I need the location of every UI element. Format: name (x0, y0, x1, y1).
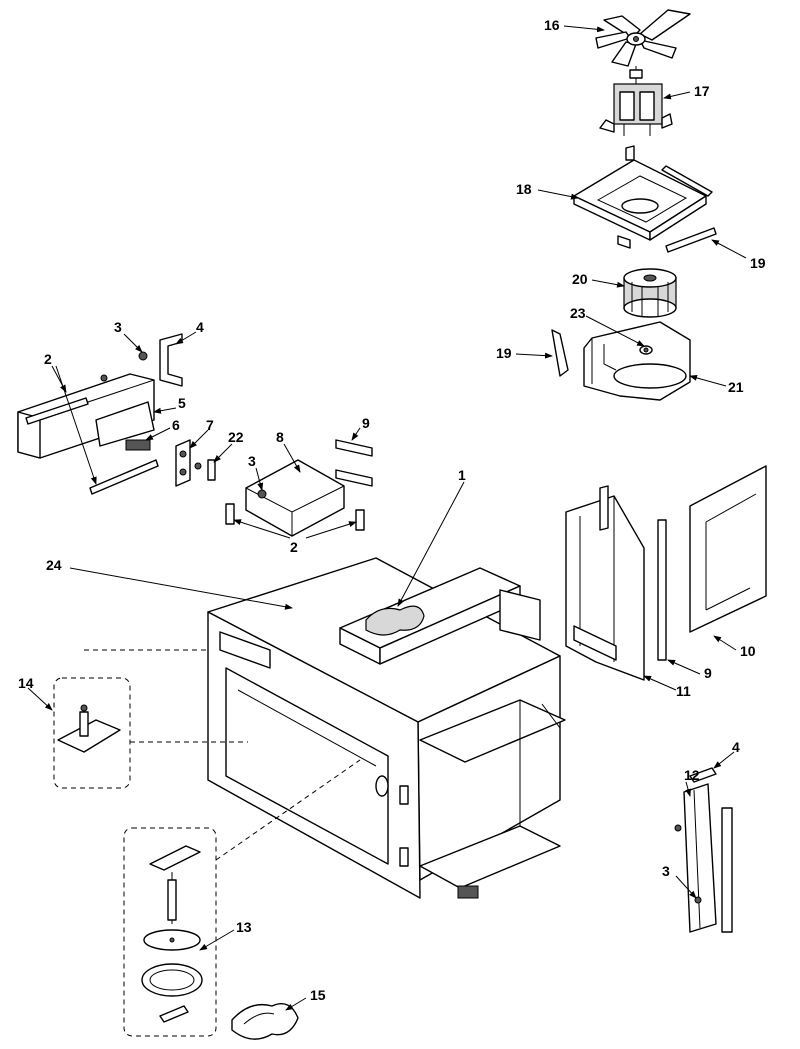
stirrer-motor-part (231, 1003, 299, 1040)
callout-8: 8 (276, 429, 284, 445)
callout-21: 21 (728, 379, 744, 395)
blower-wheel-part (623, 268, 677, 318)
callout-2a: 2 (44, 351, 52, 367)
callout-12: 12 (684, 767, 700, 783)
callout-11: 11 (676, 683, 691, 699)
right-panels (565, 465, 767, 681)
callout-10: 10 (740, 643, 756, 659)
callout-22: 22 (228, 429, 244, 445)
oven-cavity-part (207, 557, 566, 899)
callout-6: 6 (172, 417, 180, 433)
clip-and-screw (175, 439, 216, 487)
callout-14: 13 (236, 919, 252, 935)
callout-9a: 9 (362, 415, 370, 431)
blower-housing-part (551, 321, 691, 401)
center-bracket-assembly (225, 439, 373, 537)
callout-19b: 19 (496, 345, 512, 361)
callout-4a: 4 (196, 319, 204, 335)
callout-9b: 9 (704, 665, 712, 681)
fan-blade-part (595, 9, 691, 67)
callout-23: 23 (570, 305, 586, 321)
callout-4b: 4 (732, 739, 740, 755)
callout-13: 15 (310, 987, 326, 1003)
fan-motor-part (599, 66, 673, 136)
inset-15-group (53, 649, 248, 789)
callout-19a: 19 (750, 255, 766, 271)
callout-18: 18 (516, 181, 532, 197)
callout-1: 1 (458, 467, 466, 483)
lower-right-bracket (674, 767, 733, 933)
motor-bracket-part (573, 145, 717, 253)
callout-17: 17 (694, 83, 710, 99)
callout-7: 7 (206, 417, 214, 433)
callout-3b: 3 (248, 453, 256, 469)
left-duct-assembly (17, 333, 183, 495)
callout-20: 20 (572, 271, 588, 287)
callout-labels: 16 17 18 19 20 23 19 21 3 4 2 5 6 7 22 8… (18, 17, 766, 1003)
callout-3a: 3 (114, 319, 122, 335)
callout-2b: 2 (290, 539, 298, 555)
callout-24: 24 (46, 557, 62, 573)
callout-16: 16 (544, 17, 560, 33)
callout-3c: 3 (662, 863, 670, 879)
callout-15: 14 (18, 675, 34, 691)
inset-14-group (123, 759, 361, 1037)
callout-5: 5 (178, 395, 186, 411)
leader-lines (27, 25, 747, 1011)
